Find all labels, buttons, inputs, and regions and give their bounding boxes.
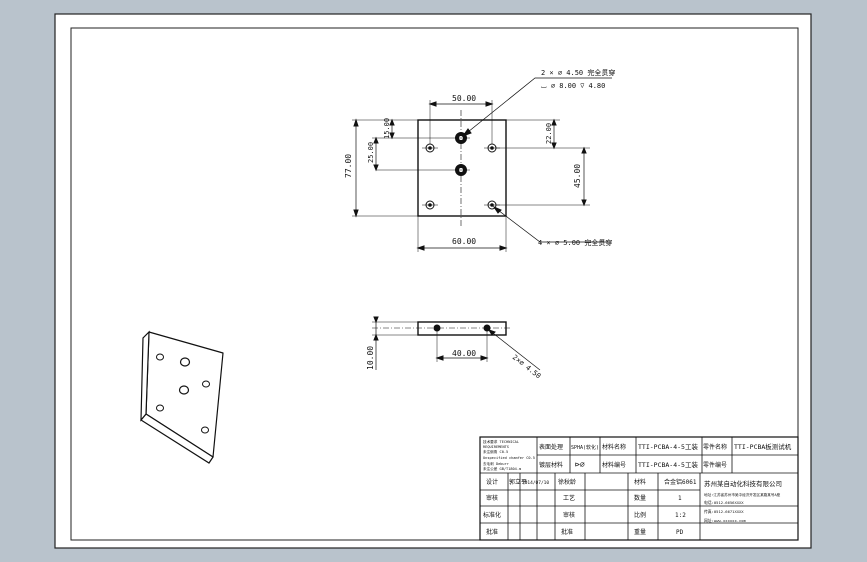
notes-line-2: REQUIREMENTS xyxy=(483,445,509,449)
side-view-plate xyxy=(417,321,507,336)
weight-value: PD xyxy=(676,529,684,536)
dim-width-top: 50.00 xyxy=(452,94,476,103)
notes-line-4: Unspecified chamfer C0.5 xyxy=(483,456,535,460)
material-sign-label: 材料 xyxy=(634,478,646,486)
heat-treatment-label: 镀层材料 xyxy=(539,461,563,469)
title-block-text: 技术要求 TECHNICAL REQUIREMENTS 未注倒角 C0.5 Un… xyxy=(483,439,792,536)
product-name: TTI-PCBA板测试机 xyxy=(734,442,792,451)
isometric-view xyxy=(140,330,224,464)
scale-value: 1:2 xyxy=(675,512,686,519)
top-view-dimensions: 50.00 60.00 77.00 15.00 25.00 22.00 45.0… xyxy=(344,68,615,247)
design-value: 郭立平 xyxy=(509,478,527,486)
design-label: 设计 xyxy=(486,478,498,486)
company-name: 苏州某自动化科技有限公司 xyxy=(704,479,782,488)
surface-treatment-label: 表面处理 xyxy=(539,443,563,451)
top-view-plate xyxy=(417,119,507,217)
approve-label: 批准 xyxy=(486,528,498,536)
callout-center-holes-line2: ⌴ ⌀ 8.00 ⊽ 4.80 xyxy=(541,82,605,90)
dim-right-spacing: 45.00 xyxy=(573,164,582,188)
drawing-no-label: 材料编号 xyxy=(602,461,626,469)
part-name-value: TTI-PCBA-4-5工装 xyxy=(638,442,698,451)
qty-label: 数量 xyxy=(634,494,646,502)
surface-treatment-value: SPHA(软化) xyxy=(571,444,599,451)
heat-treatment-value: ⊳⌀ xyxy=(575,460,585,469)
drawing-no-value: TTI-PCBA-4-5工装 xyxy=(638,460,698,469)
company-tel: 电话:0512-6656XXXX xyxy=(704,500,744,505)
qty-value: 1 xyxy=(678,495,682,502)
scale-label: 比例 xyxy=(634,511,646,519)
company-fax: 传真:0512-6671XXXX xyxy=(704,509,744,514)
check-label: 审核 xyxy=(486,494,498,502)
drawing-no-label2: 零件编号 xyxy=(703,461,727,469)
dim-height-total: 77.00 xyxy=(344,154,353,178)
dim-thickness: 10.00 xyxy=(366,346,375,370)
material-label: 材料名称 xyxy=(602,443,626,451)
audit-label: 审核 xyxy=(563,511,575,519)
callout-corner-holes: 4 × ⌀ 5.00 完全贯穿 xyxy=(538,238,612,247)
dim-right-top: 22.00 xyxy=(545,123,553,144)
side-view xyxy=(372,316,541,371)
craft-label: 工艺 xyxy=(563,494,575,502)
design-name2: 徐秋龄 xyxy=(558,478,576,486)
notes-line-3: 未注倒角 C0.5 xyxy=(483,449,508,454)
weight-label: 重量 xyxy=(634,528,646,536)
notes-line-1: 技术要求 TECHNICAL xyxy=(483,439,519,444)
notes-line-6: 未注公差 GB/T1804-m xyxy=(483,466,521,471)
std-label: 标准化 xyxy=(483,511,501,519)
notes-line-5: 去毛刺 Deburr xyxy=(483,461,510,466)
approve2-label: 批准 xyxy=(561,528,573,536)
company-address: 地址:江苏省苏州市吴中经济开发区某路某号A座 xyxy=(704,492,781,497)
callout-center-holes-line1: 2 × ⌀ 4.50 完全贯穿 xyxy=(541,68,615,77)
material-sign-value: 合金铝6061 xyxy=(664,478,697,486)
part-label: 零件名称 xyxy=(703,443,727,451)
dim-hole-spacing-center: 25.00 xyxy=(367,142,375,163)
title-block xyxy=(479,436,799,541)
dim-hole-spacing: 40.00 xyxy=(452,349,476,358)
dim-width-bottom: 60.00 xyxy=(452,237,476,246)
dim-hole-offset-top: 15.00 xyxy=(383,118,391,139)
design-date: 2014/07/10 xyxy=(522,480,549,486)
top-view xyxy=(352,77,612,252)
company-web: 网址:www.xxxxxx.com xyxy=(704,518,747,523)
